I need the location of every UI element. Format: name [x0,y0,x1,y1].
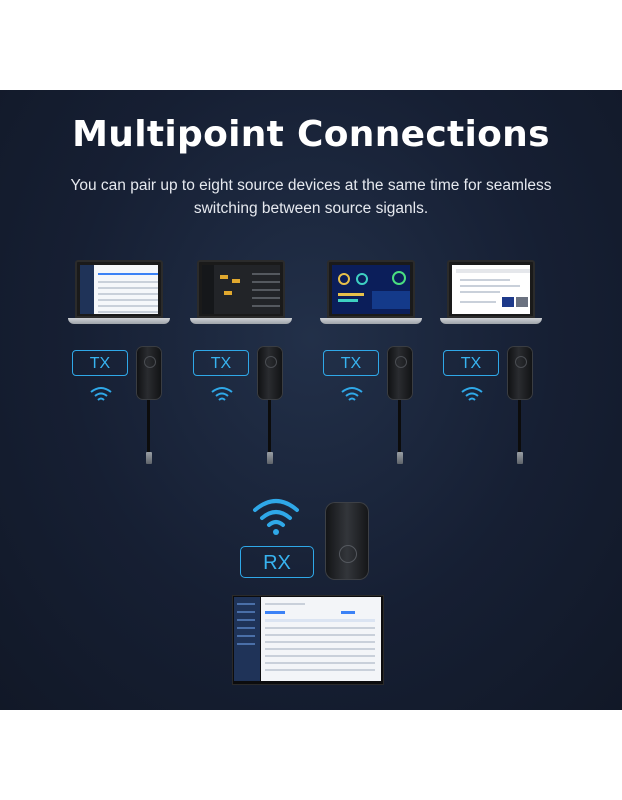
wireless-signal-icon [461,387,483,401]
tx-dongle [507,346,533,400]
usb-c-cable [518,400,521,452]
laptop-2 [190,260,292,326]
tx-label: TX [323,350,379,376]
tx-dongle [257,346,283,400]
rx-label: RX [240,546,314,578]
tx-dongle [387,346,413,400]
usb-c-cable [268,400,271,452]
page-title: Multipoint Connections [72,114,550,155]
wireless-signal-icon [90,387,112,401]
display-screen [232,595,384,685]
laptop-4 [440,260,542,326]
rx-receiver [325,502,369,580]
tx-label: TX [443,350,499,376]
usb-c-connector [266,452,273,464]
laptop-3 [320,260,422,326]
usb-c-cable [398,400,401,452]
usb-c-connector [396,452,403,464]
usb-c-connector [145,452,152,464]
page-subtitle: You can pair up to eight source devices … [70,177,552,217]
wireless-signal-icon [211,387,233,401]
tx-label: TX [72,350,128,376]
tx-dongle [136,346,162,400]
tx-label: TX [193,350,249,376]
usb-c-connector [516,452,523,464]
laptop-1 [68,260,170,326]
wifi-icon [253,499,299,535]
usb-c-cable [147,400,150,452]
product-banner: Multipoint Connections You can pair up t… [0,90,622,710]
wireless-signal-icon [341,387,363,401]
